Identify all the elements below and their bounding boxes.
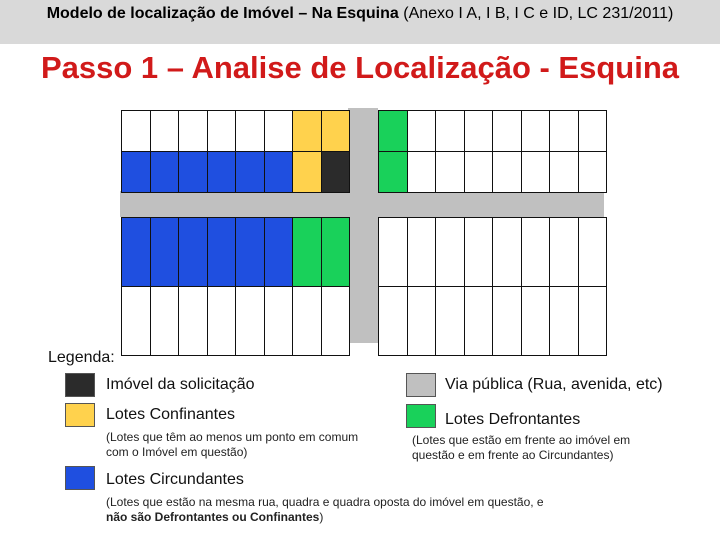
legend-swatch-defrontantes <box>406 404 436 428</box>
page-title: Passo 1 – Analise de Localização - Esqui… <box>40 50 680 85</box>
legend-label-defrontantes: Lotes Defrontantes <box>445 411 581 428</box>
legend-label-confinantes: Lotes Confinantes <box>106 406 235 423</box>
lot-cell-right-top-defrontante <box>378 151 408 193</box>
legend-note-circundantes-bold: não são Defrontantes ou Confinantes <box>106 510 320 524</box>
lot-cell-right-top-vazio <box>492 110 522 152</box>
lot-cell-right-top-vazio <box>463 151 493 193</box>
legend-note-circundantes-b: ) <box>319 510 324 524</box>
lot-cell-right-top-vazio <box>463 110 493 152</box>
road-vertical <box>348 108 378 343</box>
lot-cell-left-top-vazio <box>235 110 265 152</box>
lot-cell-right-top-defrontante <box>378 110 408 152</box>
lot-cell-right-top-vazio <box>492 151 522 193</box>
lot-cell-left-bottom-circundante <box>206 217 236 287</box>
subtitle: Modelo de localização de Imóvel – Na Esq… <box>20 4 700 24</box>
lot-cell-left-bottom-vazio <box>178 286 208 356</box>
lot-cell-right-top-vazio <box>549 151 579 193</box>
legend-label-imovel: Imóvel da solicitação <box>106 376 255 393</box>
lot-cell-right-bottom-vazio <box>378 286 408 356</box>
lot-cell-left-bottom-defrontante <box>292 217 322 287</box>
lot-cell-right-bottom-vazio <box>492 286 522 356</box>
lot-cell-right-bottom-vazio <box>549 217 579 287</box>
lot-cell-left-top-vazio <box>149 110 179 152</box>
lot-cell-right-bottom-vazio <box>463 217 493 287</box>
lot-cell-left-top-vazio <box>178 110 208 152</box>
lot-cell-left-bottom-vazio <box>263 286 293 356</box>
legend-swatch-imovel <box>65 373 95 397</box>
lot-cell-right-top-vazio <box>406 151 436 193</box>
lot-cell-right-bottom-vazio <box>435 286 465 356</box>
legend-note-circundantes-a: (Lotes que estão na mesma rua, quadra e … <box>106 495 544 509</box>
legend-heading: Legenda: <box>48 349 115 366</box>
lot-cell-right-top-vazio <box>435 151 465 193</box>
legend-label-circundantes: Lotes Circundantes <box>106 471 244 488</box>
lot-cell-left-top-circundante <box>263 151 293 193</box>
lot-cell-left-top-circundante <box>149 151 179 193</box>
lot-cell-right-bottom-vazio <box>406 286 436 356</box>
lot-cell-right-bottom-vazio <box>463 286 493 356</box>
lot-cell-left-bottom-vazio <box>121 286 151 356</box>
lot-cell-right-bottom-vazio <box>549 286 579 356</box>
lot-cell-right-bottom-vazio <box>406 217 436 287</box>
lot-cell-left-bottom-vazio <box>320 286 350 356</box>
lot-cell-left-bottom-circundante <box>263 217 293 287</box>
lot-cell-left-bottom-circundante <box>149 217 179 287</box>
lot-cell-right-bottom-vazio <box>435 217 465 287</box>
legend-swatch-confinantes <box>65 403 95 427</box>
subtitle-bold: Modelo de localização de Imóvel – Na Esq… <box>46 5 399 22</box>
lot-cell-right-bottom-vazio <box>520 286 550 356</box>
lot-cell-right-top-vazio <box>406 110 436 152</box>
lot-cell-left-bottom-defrontante <box>320 217 350 287</box>
lot-cell-right-top-vazio <box>549 110 579 152</box>
legend-swatch-circundantes <box>65 466 95 490</box>
lot-cell-left-bottom-vazio <box>149 286 179 356</box>
lot-cell-right-bottom-vazio <box>492 217 522 287</box>
header-band <box>0 0 720 44</box>
lot-cell-right-top-vazio <box>520 151 550 193</box>
lot-cell-right-top-vazio <box>520 110 550 152</box>
lot-cell-left-top-confinante <box>292 110 322 152</box>
legend-note-defrontantes: (Lotes que estão em frente ao imóvel em … <box>412 433 631 462</box>
lot-cell-right-bottom-vazio <box>378 217 408 287</box>
lot-cell-right-bottom-vazio <box>577 286 607 356</box>
lot-cell-left-top-confinante <box>292 151 322 193</box>
lot-cell-left-bottom-circundante <box>121 217 151 287</box>
lot-cell-left-top-circundante <box>121 151 151 193</box>
lot-cell-left-top-imovel <box>320 151 350 193</box>
lot-cell-right-top-vazio <box>435 110 465 152</box>
legend-note-confinantes: (Lotes que têm ao menos um ponto em comu… <box>106 430 359 459</box>
lot-cell-left-top-vazio <box>206 110 236 152</box>
lot-cell-left-bottom-vazio <box>206 286 236 356</box>
lot-cell-left-top-circundante <box>178 151 208 193</box>
lot-cell-left-top-confinante <box>320 110 350 152</box>
lot-cell-right-top-vazio <box>577 151 607 193</box>
road-horizontal <box>120 191 604 217</box>
lot-cell-left-top-vazio <box>121 110 151 152</box>
lot-cell-right-top-vazio <box>577 110 607 152</box>
lot-cell-left-top-circundante <box>206 151 236 193</box>
legend-label-via: Via pública (Rua, avenida, etc) <box>445 376 663 393</box>
lot-cell-right-bottom-vazio <box>577 217 607 287</box>
legend-swatch-via <box>406 373 436 397</box>
lot-cell-left-bottom-vazio <box>292 286 322 356</box>
lot-cell-right-bottom-vazio <box>520 217 550 287</box>
lot-cell-left-bottom-circundante <box>178 217 208 287</box>
lot-cell-left-top-vazio <box>263 110 293 152</box>
lot-cell-left-top-circundante <box>235 151 265 193</box>
lot-cell-left-bottom-vazio <box>235 286 265 356</box>
legend-note-circundantes: (Lotes que estão na mesma rua, quadra e … <box>106 495 566 525</box>
lot-cell-left-bottom-circundante <box>235 217 265 287</box>
subtitle-rest: (Anexo I A, I B, I C e ID, LC 231/2011) <box>398 5 674 22</box>
